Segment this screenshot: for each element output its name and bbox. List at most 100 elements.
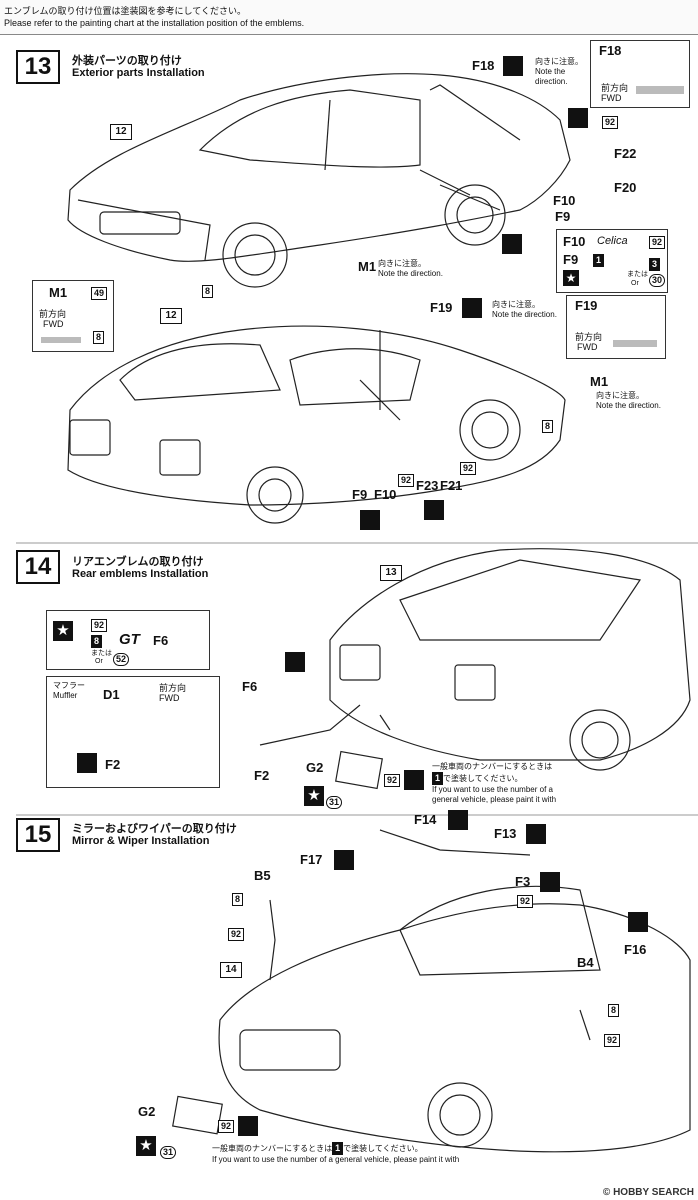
muffler-box: マフラー Muffler D1 前方向 FWD F2 [46,676,220,788]
star-icon: ★ [304,786,324,806]
paint-code-1: 1 [432,772,444,785]
direction-note-en2: direction. [535,77,568,86]
paint-caution-icon [238,1116,258,1136]
watermark: © HOBBY SEARCH [603,1187,694,1198]
f19-direction-note: 向きに注意。 Note the direction. [492,300,557,320]
paint-code-92: 92 [91,619,108,632]
cement-icon [502,234,522,254]
celica-logo: Celica [597,235,628,247]
paint-code-1: 1 [593,254,605,267]
paint-code-31: 31 [326,796,343,809]
m1-direction-box: M1 49 前方向 FWD 8 [32,280,114,352]
plate-note-jp2: で塗装してください。 [443,774,523,783]
m1-note-en: Note the direction. [378,269,443,278]
paint-code-92: 92 [649,236,666,249]
step-14-title-jp: リアエンブレムの取り付け [72,556,204,568]
paint-code-8: 8 [232,893,244,906]
or-en: Or [95,658,103,665]
part-m1-label-rear: M1 [590,374,609,389]
plate-note-en2: general vehicle, please paint it with [432,795,557,804]
direction-note-jp: 向きに注意。 [535,57,583,66]
cement-icon [360,510,380,530]
part-f10-label: F10 [553,193,576,208]
header-note-jp: エンブレムの取り付け位置は塗装図を参考にしてください。 [4,6,247,16]
plate-note-front-en: If you want to use the number of a gener… [212,1155,460,1164]
m1-direction-note: 向きに注意。 Note the direction. [378,259,443,279]
part-f6-label: F6 [242,679,258,694]
muffler-en: Muffler [53,691,78,700]
star-icon: ★ [136,1136,156,1156]
f19-box-title: F19 [575,298,598,313]
f10-box-title: F10 [563,234,586,249]
paint-code-49: 49 [91,287,108,300]
f18-box-fwd-en: FWD [601,93,622,103]
step-13-title-en: Exterior parts Installation [72,67,205,79]
part-f23-label: F23 [416,478,439,493]
cement-icon [334,850,354,870]
f18-box-title: F18 [599,43,622,58]
paint-code-1: 1 [332,1142,344,1155]
cement-icon [424,500,444,520]
paint-code-8: 8 [91,635,103,648]
part-f10-label-rear: F10 [374,487,397,502]
muffler-fwd-en: FWD [159,693,180,703]
paint-code-8: 8 [93,331,105,344]
m1b-direction-note: 向きに注意。 Note the direction. [596,391,661,411]
step-15-number: 15 [16,818,60,852]
plate-note-front-jp: 一般車両のナンバーにするときは [212,1144,333,1153]
part-f9-label-rear: F9 [352,487,368,502]
watermark-text: HOBBY SEARCH [613,1187,694,1198]
m1-box-title: M1 [49,285,68,300]
plate-note-front-jp2: で塗装してください。 [343,1144,423,1153]
cement-icon [628,912,648,932]
part-b4-label: B4 [577,955,594,970]
plate-note-jp: 一般車両のナンバーにするときは [432,762,553,771]
cement-icon [462,298,482,318]
m1b-note-jp: 向きに注意。 [596,391,644,400]
step-15-title-en: Mirror & Wiper Installation [72,835,210,847]
copyright-symbol: © [602,1187,611,1198]
f18-box-fwd-jp: 前方向 [601,83,629,93]
part-f14-label: F14 [414,812,437,827]
body-ref-12: 12 [110,124,132,140]
cement-icon [568,108,588,128]
cement-icon [526,824,546,844]
f10-f9-emblem-box: F10 Celica 92 F9 1 3 ★ または Or 30 [556,229,668,293]
step-13-title-jp: 外装パーツの取り付け [72,55,182,67]
plate-note-en1: If you want to use the number of a [432,785,553,794]
part-f22-label: F22 [614,146,637,161]
cement-icon [285,652,305,672]
cement-icon [503,56,523,76]
paint-code-92: 92 [460,462,477,475]
part-f16-label: F16 [624,942,647,957]
paint-code-92: 92 [398,474,415,487]
step-14-number: 14 [16,550,60,584]
m1b-note-en: Note the direction. [596,401,661,410]
f19-note-en: Note the direction. [492,310,557,319]
part-d1-label: D1 [103,687,120,702]
muffler-jp: マフラー [53,681,85,690]
part-g2-label-front: G2 [138,1104,156,1119]
f19-direction-box: F19 前方向 FWD [566,295,666,359]
f9-box-title: F9 [563,252,579,267]
paint-code-31: 31 [160,1146,177,1159]
paint-code-92: 92 [517,895,534,908]
fwd-arrow-icon [41,337,81,343]
body-ref-12: 12 [160,308,182,324]
part-f19-label: F19 [430,300,453,315]
cement-icon [448,810,468,830]
part-f18-label: F18 [472,58,495,73]
f19-note-jp: 向きに注意。 [492,300,540,309]
part-f2-label: F2 [105,757,121,772]
part-f20-label: F20 [614,180,637,195]
body-ref-14: 14 [220,962,242,978]
paint-code-92: 92 [228,928,245,941]
paint-code-8: 8 [542,420,554,433]
m1-note-jp: 向きに注意。 [378,259,426,268]
star-icon: ★ [563,270,579,286]
paint-code-92: 92 [218,1120,235,1133]
part-f21-label: F21 [440,478,463,493]
instruction-header: エンブレムの取り付け位置は塗装図を参考にしてください。 Please refer… [0,0,698,35]
